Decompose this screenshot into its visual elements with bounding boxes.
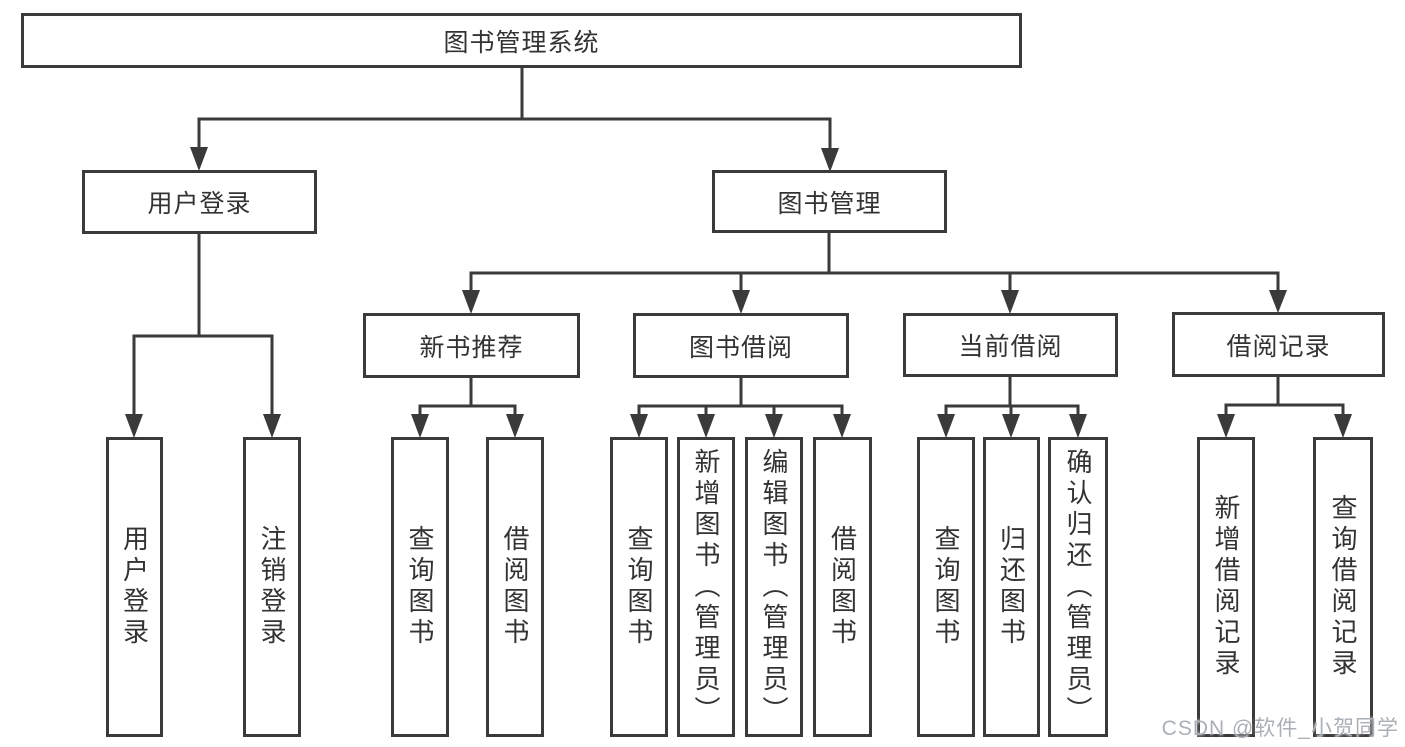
leaf-add-borrow-record-label: 新增借阅记录 <box>1211 494 1241 680</box>
leaf-query-books-current: 查询图书 <box>917 437 975 737</box>
leaf-confirm-return-admin-label: 确认归还（管理员） <box>1063 447 1093 727</box>
leaf-add-books-admin-label: 新增图书（管理员） <box>691 447 721 727</box>
node-user-login: 用户登录 <box>82 170 317 234</box>
node-current-borrowing: 当前借阅 <box>903 313 1118 377</box>
leaf-add-borrow-record: 新增借阅记录 <box>1197 437 1255 737</box>
leaf-query-borrow-record-label: 查询借阅记录 <box>1328 494 1358 680</box>
node-book-management: 图书管理 <box>712 170 947 233</box>
node-book-borrowing: 图书借阅 <box>633 313 849 378</box>
leaf-borrow-books-recommend: 借阅图书 <box>486 437 544 737</box>
leaf-query-books-borrowing-label: 查询图书 <box>624 525 654 649</box>
leaf-logout-label: 注销登录 <box>257 525 287 649</box>
leaf-logout: 注销登录 <box>243 437 301 737</box>
csdn-watermark: CSDN @软件_小贺同学 <box>1161 717 1399 740</box>
leaf-user-login-label: 用户登录 <box>119 525 150 649</box>
leaf-edit-books-admin: 编辑图书（管理员） <box>745 437 803 737</box>
leaf-return-books: 归还图书 <box>983 437 1040 737</box>
leaf-query-books-borrowing: 查询图书 <box>610 437 668 737</box>
leaf-return-books-label: 归还图书 <box>996 525 1027 649</box>
leaf-user-login: 用户登录 <box>106 437 163 737</box>
leaf-borrow-books-borrowing: 借阅图书 <box>813 437 872 737</box>
leaf-query-books-recommend: 查询图书 <box>391 437 449 737</box>
leaf-borrow-books-borrowing-label: 借阅图书 <box>827 525 858 649</box>
leaf-edit-books-admin-label: 编辑图书（管理员） <box>759 447 789 727</box>
leaf-query-books-current-label: 查询图书 <box>931 525 961 649</box>
node-new-book-recommendation: 新书推荐 <box>363 313 580 378</box>
leaf-confirm-return-admin: 确认归还（管理员） <box>1048 437 1108 737</box>
leaf-query-borrow-record: 查询借阅记录 <box>1313 437 1373 737</box>
leaf-query-books-recommend-label: 查询图书 <box>405 525 435 649</box>
node-borrowing-records: 借阅记录 <box>1172 312 1385 377</box>
leaf-borrow-books-recommend-label: 借阅图书 <box>500 525 530 649</box>
leaf-add-books-admin: 新增图书（管理员） <box>677 437 735 737</box>
node-library-management-system: 图书管理系统 <box>21 13 1022 68</box>
